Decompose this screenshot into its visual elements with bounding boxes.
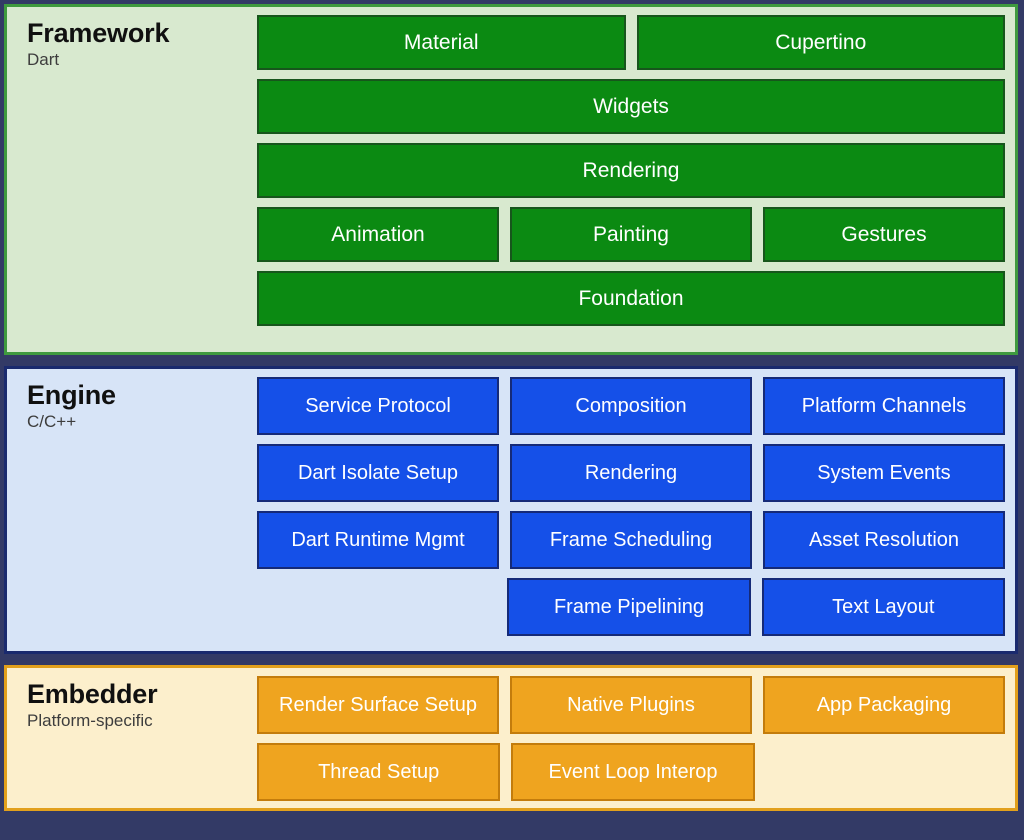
layer-framework-label: Framework Dart bbox=[15, 15, 257, 344]
engine-row-3: Dart Runtime Mgmt Frame Scheduling Asset… bbox=[257, 511, 1005, 569]
engine-empty-slot bbox=[257, 578, 496, 636]
embedder-row-1: Render Surface Setup Native Plugins App … bbox=[257, 676, 1005, 734]
box-painting[interactable]: Painting bbox=[510, 207, 752, 262]
layer-embedder: Embedder Platform-specific Render Surfac… bbox=[4, 665, 1018, 811]
layer-embedder-body: Render Surface Setup Native Plugins App … bbox=[257, 676, 1005, 801]
box-dart-isolate-setup[interactable]: Dart Isolate Setup bbox=[257, 444, 499, 502]
embedder-empty-slot bbox=[766, 743, 1005, 801]
box-app-packaging[interactable]: App Packaging bbox=[763, 676, 1005, 734]
framework-row-2: Widgets bbox=[257, 79, 1005, 134]
layer-engine-title: Engine bbox=[27, 380, 116, 410]
box-gestures[interactable]: Gestures bbox=[763, 207, 1005, 262]
layer-engine-subtitle: C/C++ bbox=[27, 412, 77, 432]
layer-embedder-title: Embedder bbox=[27, 679, 158, 709]
framework-row-1: Material Cupertino bbox=[257, 15, 1005, 70]
box-rendering-engine[interactable]: Rendering bbox=[510, 444, 752, 502]
layer-engine-label: Engine C/C++ bbox=[15, 377, 257, 643]
box-dart-runtime-mgmt[interactable]: Dart Runtime Mgmt bbox=[257, 511, 499, 569]
box-asset-resolution[interactable]: Asset Resolution bbox=[763, 511, 1005, 569]
box-cupertino[interactable]: Cupertino bbox=[636, 15, 1005, 70]
box-frame-pipelining[interactable]: Frame Pipelining bbox=[507, 578, 751, 636]
box-platform-channels[interactable]: Platform Channels bbox=[763, 377, 1005, 435]
layer-embedder-subtitle: Platform-specific bbox=[27, 711, 153, 731]
engine-row-1: Service Protocol Composition Platform Ch… bbox=[257, 377, 1005, 435]
framework-row-4: Animation Painting Gestures bbox=[257, 207, 1005, 262]
box-material[interactable]: Material bbox=[257, 15, 626, 70]
box-composition[interactable]: Composition bbox=[510, 377, 752, 435]
layer-engine-body: Service Protocol Composition Platform Ch… bbox=[257, 377, 1005, 643]
box-text-layout[interactable]: Text Layout bbox=[761, 578, 1005, 636]
layer-framework: Framework Dart Material Cupertino Widget… bbox=[4, 4, 1018, 355]
embedder-row-2: Thread Setup Event Loop Interop bbox=[257, 743, 1005, 801]
box-thread-setup[interactable]: Thread Setup bbox=[257, 743, 501, 801]
box-rendering-framework[interactable]: Rendering bbox=[257, 143, 1005, 198]
box-system-events[interactable]: System Events bbox=[763, 444, 1005, 502]
layer-engine: Engine C/C++ Service Protocol Compositio… bbox=[4, 366, 1018, 654]
box-service-protocol[interactable]: Service Protocol bbox=[257, 377, 499, 435]
box-native-plugins[interactable]: Native Plugins bbox=[510, 676, 752, 734]
box-render-surface-setup[interactable]: Render Surface Setup bbox=[257, 676, 499, 734]
framework-row-5: Foundation bbox=[257, 271, 1005, 326]
box-animation[interactable]: Animation bbox=[257, 207, 499, 262]
layer-framework-title: Framework bbox=[27, 18, 170, 48]
box-frame-scheduling[interactable]: Frame Scheduling bbox=[510, 511, 752, 569]
engine-row-4: Frame Pipelining Text Layout bbox=[257, 578, 1005, 636]
framework-row-3: Rendering bbox=[257, 143, 1005, 198]
layer-embedder-label: Embedder Platform-specific bbox=[15, 676, 257, 800]
layer-framework-subtitle: Dart bbox=[27, 50, 60, 70]
engine-row-2: Dart Isolate Setup Rendering System Even… bbox=[257, 444, 1005, 502]
box-widgets[interactable]: Widgets bbox=[257, 79, 1005, 134]
layer-framework-body: Material Cupertino Widgets Rendering Ani… bbox=[257, 15, 1005, 344]
box-event-loop-interop[interactable]: Event Loop Interop bbox=[511, 743, 755, 801]
box-foundation[interactable]: Foundation bbox=[257, 271, 1005, 326]
